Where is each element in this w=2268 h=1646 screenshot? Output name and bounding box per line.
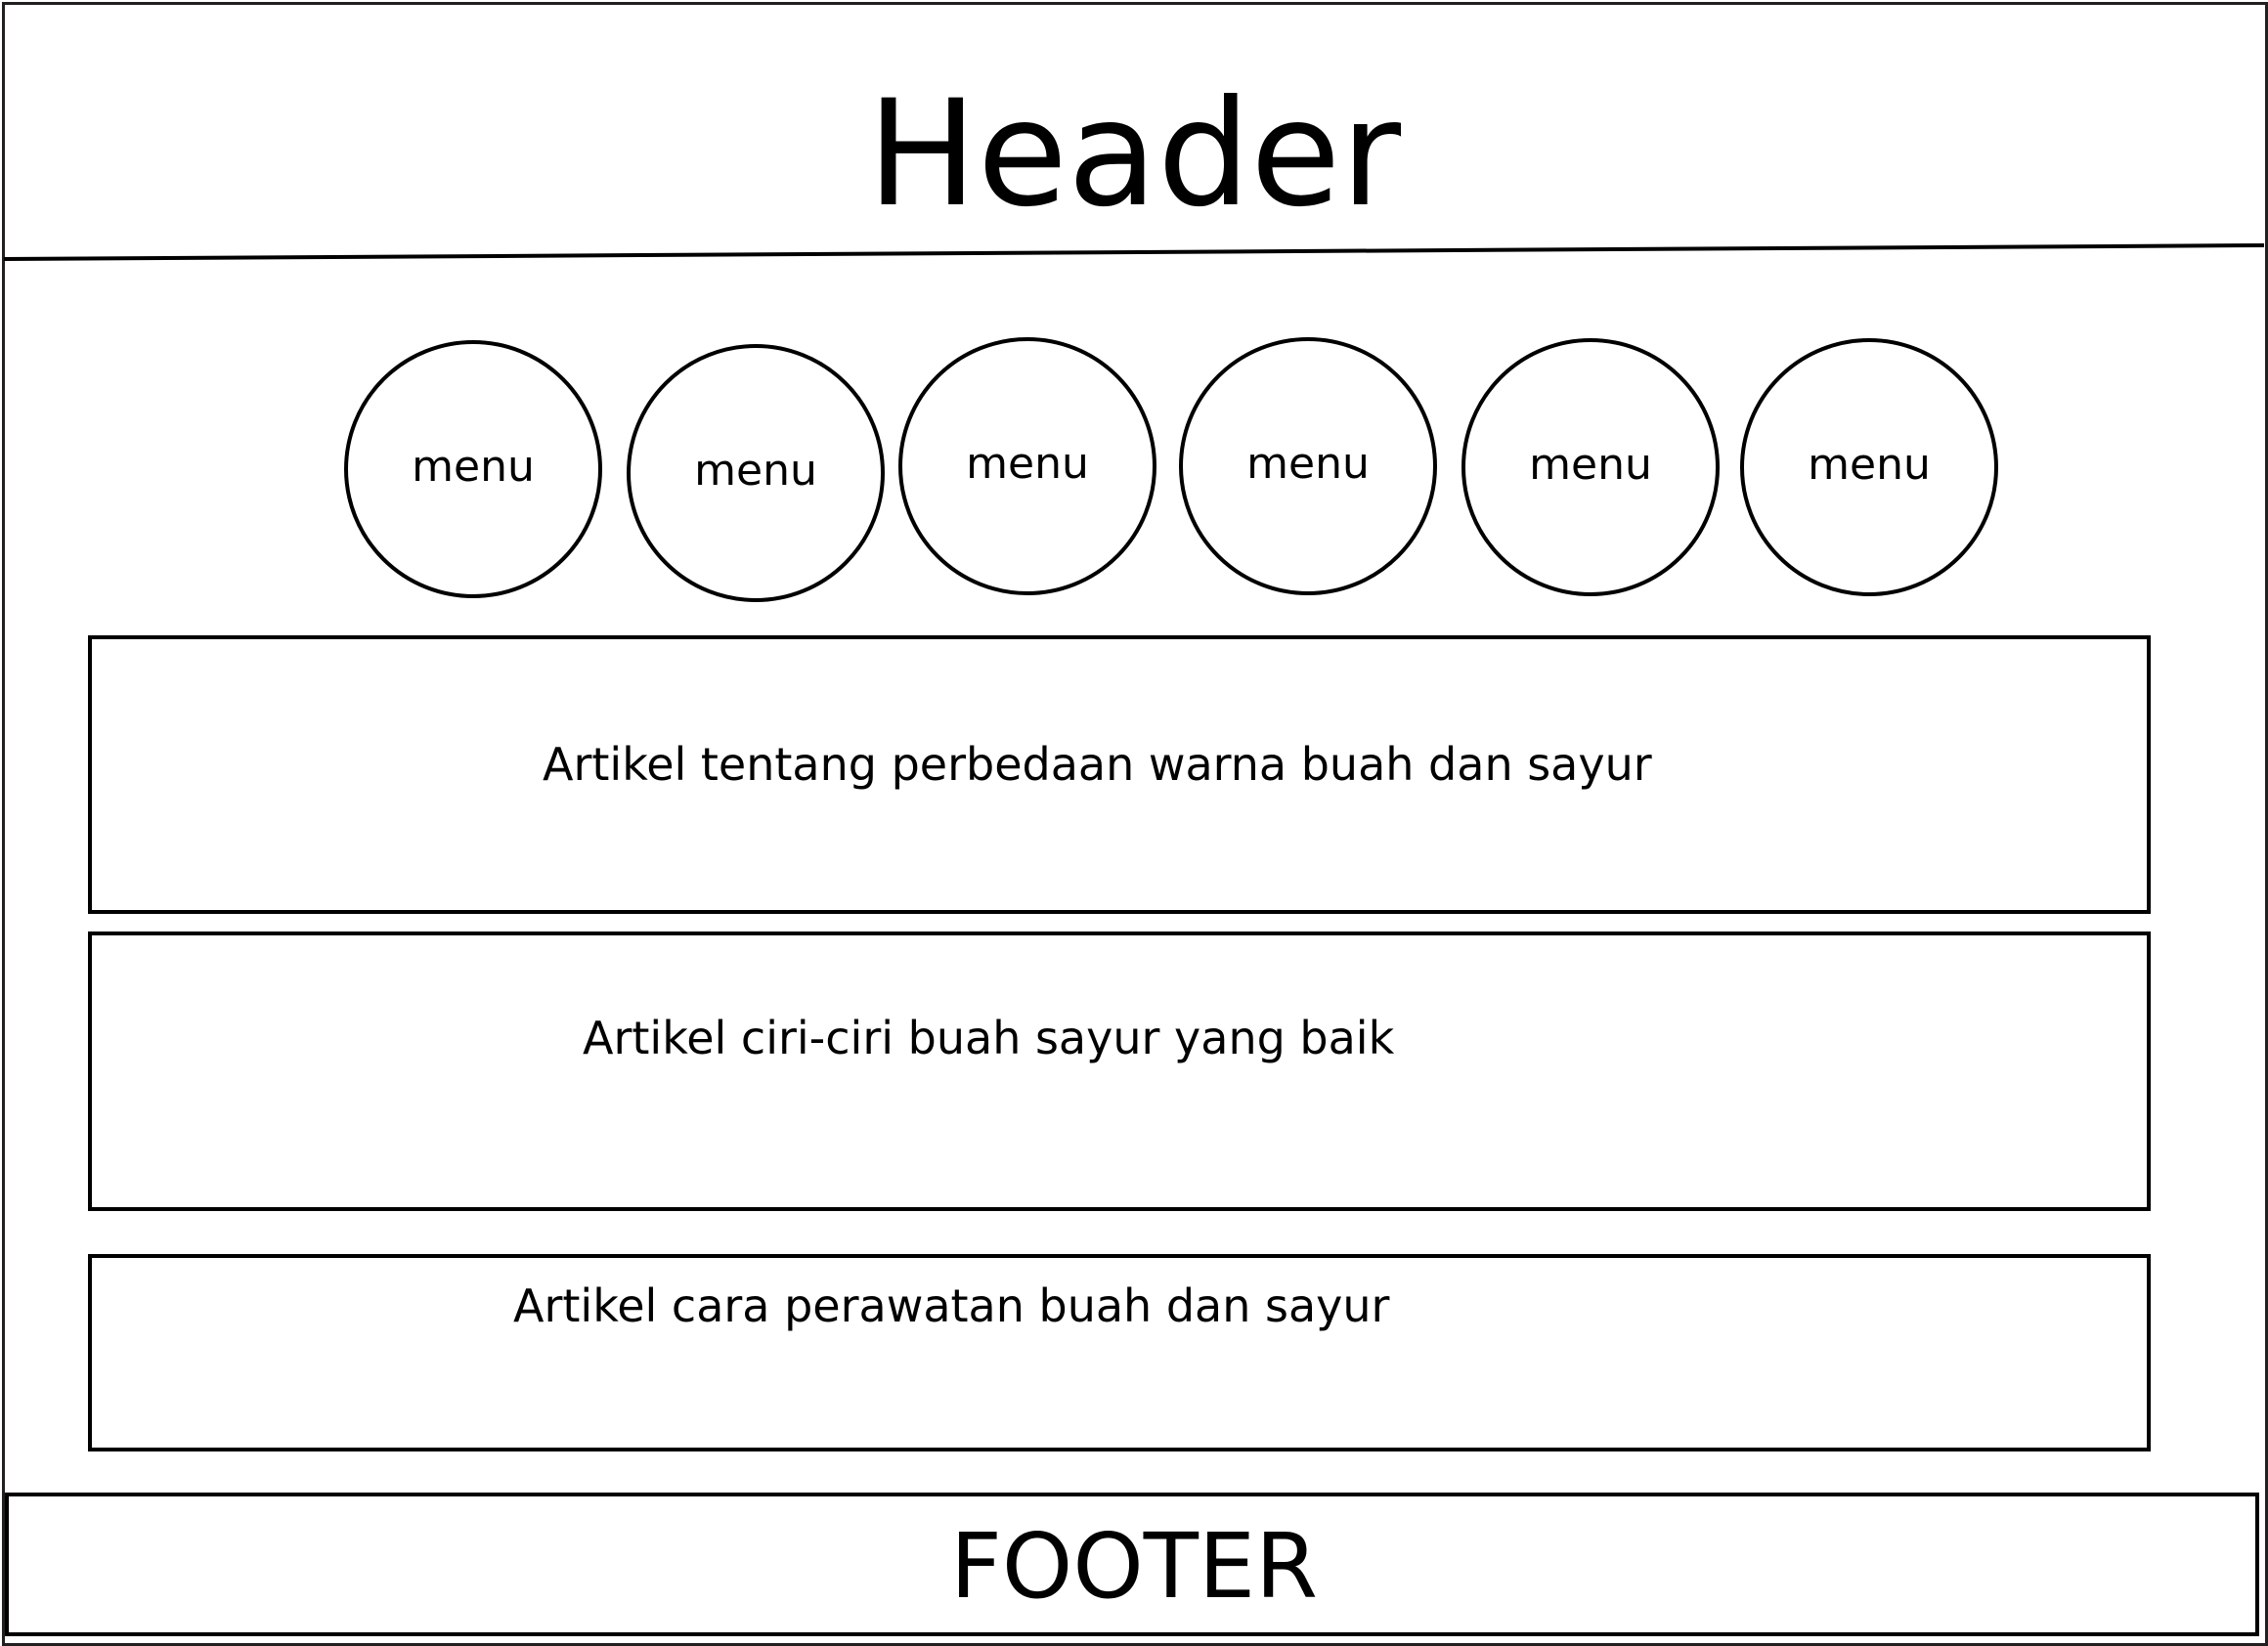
footer-box [5,1493,2259,1636]
menu-circle-6[interactable]: menu [1740,338,1998,596]
menu-label: menu [1529,439,1652,490]
article-box-2[interactable] [88,931,2151,1211]
menu-circle-5[interactable]: menu [1461,338,1720,596]
article-box-1[interactable] [88,635,2151,914]
menu-circle-4[interactable]: menu [1179,337,1437,595]
header-title: Header [866,69,1402,239]
article-box-3[interactable] [88,1254,2151,1451]
article-title-1: Artikel tentang perbedaan warna buah dan… [543,738,1652,791]
menu-circle-1[interactable]: menu [344,340,602,598]
menu-circle-2[interactable]: menu [627,344,885,602]
article-title-2: Artikel ciri-ciri buah sayur yang baik [583,1012,1395,1064]
menu-label: menu [1808,439,1931,490]
menu-label: menu [966,438,1089,489]
menu-label: menu [412,441,535,492]
menu-label: menu [1246,438,1370,489]
article-title-3: Artikel cara perawatan buah dan sayur [513,1279,1390,1332]
menu-label: menu [694,445,817,496]
menu-circle-3[interactable]: menu [898,337,1156,595]
header-divider-line [3,243,2265,261]
footer-title: FOOTER [950,1514,1318,1619]
